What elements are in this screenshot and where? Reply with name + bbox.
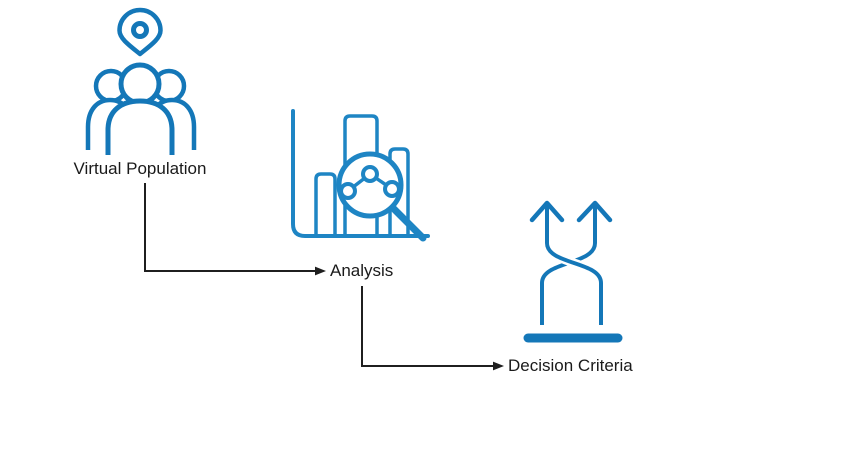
people-group-icon [85, 62, 197, 155]
arrowhead-icon [493, 361, 504, 371]
location-pin-icon [117, 7, 163, 57]
analysis-label: Analysis [330, 261, 394, 280]
virtual-population-label: Virtual Population [73, 159, 207, 178]
population-location-pin-icon [85, 7, 197, 155]
up-arrowhead-left-icon [529, 200, 565, 223]
bar-chart-magnifier-icon [291, 109, 430, 242]
connector-population-to-analysis [144, 183, 326, 276]
crossing-arrows-icon [523, 200, 623, 343]
connector-analysis-to-decision [361, 286, 504, 371]
up-arrowhead-right-icon [576, 200, 613, 223]
arrowhead-icon [315, 266, 326, 276]
bar-chart-icon [291, 109, 430, 238]
magnifier-icon [336, 151, 427, 242]
decision-criteria-label: Decision Criteria [508, 356, 633, 375]
